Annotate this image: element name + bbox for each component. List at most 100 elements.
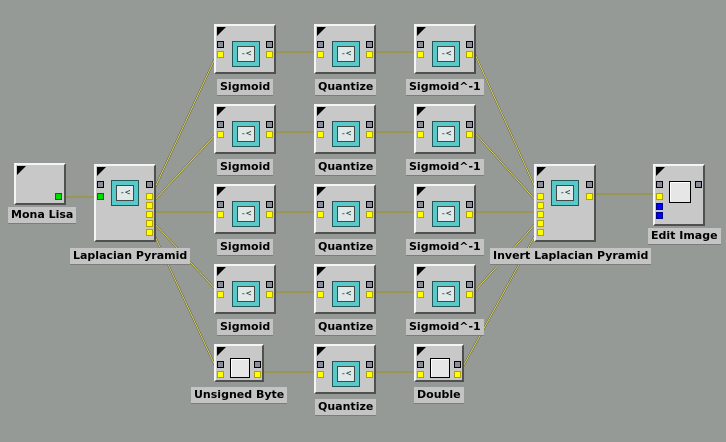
data-input-port[interactable] — [417, 291, 424, 298]
param-port[interactable] — [366, 281, 373, 288]
data-output-port[interactable] — [266, 291, 273, 298]
param-port[interactable] — [266, 281, 273, 288]
param-port[interactable] — [254, 361, 261, 368]
module-quantize[interactable]: -< — [314, 24, 376, 74]
module-quantize[interactable]: -< — [314, 264, 376, 314]
output-port-5[interactable] — [146, 229, 153, 236]
input-port[interactable] — [417, 361, 424, 368]
data-output-port[interactable] — [366, 371, 373, 378]
data-input-port[interactable] — [217, 211, 224, 218]
param-port[interactable] — [366, 361, 373, 368]
input-port-image[interactable] — [656, 193, 663, 200]
data-output-port[interactable] — [366, 211, 373, 218]
param-port[interactable] — [466, 201, 473, 208]
param-port[interactable] — [266, 201, 273, 208]
output-port-1[interactable] — [146, 193, 153, 200]
data-output-port[interactable] — [466, 51, 473, 58]
data-input-port[interactable] — [217, 131, 224, 138]
input-port-1[interactable] — [537, 193, 544, 200]
data-output-port[interactable] — [466, 211, 473, 218]
input-port-4[interactable] — [537, 220, 544, 227]
input-port-5[interactable] — [537, 229, 544, 236]
module-sigmoid[interactable]: -< — [214, 104, 276, 154]
param-port[interactable] — [454, 361, 461, 368]
input-port[interactable] — [417, 281, 424, 288]
data-input-port[interactable] — [317, 131, 324, 138]
module-double[interactable] — [414, 344, 464, 382]
input-port-mask[interactable] — [656, 212, 663, 219]
data-input-port[interactable] — [317, 211, 324, 218]
module-quantize[interactable]: -< — [314, 184, 376, 234]
module-sigmoid[interactable]: -< — [214, 184, 276, 234]
data-output-port[interactable] — [266, 131, 273, 138]
module-unsigned-byte[interactable] — [214, 344, 264, 382]
data-output-port[interactable] — [266, 211, 273, 218]
param-port[interactable] — [466, 41, 473, 48]
data-output-port[interactable] — [366, 291, 373, 298]
data-output-port[interactable] — [266, 51, 273, 58]
param-port[interactable] — [266, 41, 273, 48]
module-sigmoid[interactable]: -< — [214, 264, 276, 314]
input-port[interactable] — [217, 121, 224, 128]
input-port[interactable] — [317, 41, 324, 48]
module-edit-image[interactable] — [653, 164, 705, 226]
data-output-port[interactable] — [366, 131, 373, 138]
data-input-port[interactable] — [317, 51, 324, 58]
input-port-image[interactable] — [97, 193, 104, 200]
data-input-port[interactable] — [217, 371, 224, 378]
data-output-port[interactable] — [466, 131, 473, 138]
data-input-port[interactable] — [417, 131, 424, 138]
input-port[interactable] — [217, 41, 224, 48]
data-input-port[interactable] — [217, 291, 224, 298]
input-port[interactable] — [317, 201, 324, 208]
input-port[interactable] — [317, 281, 324, 288]
module-sigmoid-1[interactable]: -< — [414, 104, 476, 154]
output-port[interactable] — [586, 193, 593, 200]
data-output-port[interactable] — [254, 371, 261, 378]
input-port[interactable] — [537, 181, 544, 188]
output-port-4[interactable] — [146, 220, 153, 227]
data-output-port[interactable] — [466, 291, 473, 298]
module-mona-lisa[interactable] — [14, 163, 66, 205]
data-output-port[interactable] — [454, 371, 461, 378]
input-port-3[interactable] — [537, 211, 544, 218]
input-port[interactable] — [417, 41, 424, 48]
input-port[interactable] — [656, 181, 663, 188]
module-quantize[interactable]: -< — [314, 344, 376, 394]
input-port[interactable] — [417, 201, 424, 208]
param-port[interactable] — [466, 121, 473, 128]
input-port[interactable] — [317, 121, 324, 128]
param-port[interactable] — [695, 181, 702, 188]
param-port[interactable] — [466, 281, 473, 288]
output-port[interactable] — [55, 193, 62, 200]
data-input-port[interactable] — [417, 51, 424, 58]
input-port[interactable] — [217, 361, 224, 368]
module-sigmoid[interactable]: -< — [214, 24, 276, 74]
input-port[interactable] — [217, 201, 224, 208]
output-port-3[interactable] — [146, 211, 153, 218]
data-input-port[interactable] — [417, 211, 424, 218]
data-output-port[interactable] — [366, 51, 373, 58]
module-laplacian-pyramid[interactable]: -< — [94, 164, 156, 242]
data-input-port[interactable] — [317, 291, 324, 298]
param-port[interactable] — [366, 121, 373, 128]
input-port[interactable] — [217, 281, 224, 288]
module-sigmoid-1[interactable]: -< — [414, 264, 476, 314]
module-sigmoid-1[interactable]: -< — [414, 184, 476, 234]
param-port[interactable] — [266, 121, 273, 128]
param-port[interactable] — [366, 201, 373, 208]
module-invert-laplacian-pyramid[interactable]: -< — [534, 164, 596, 242]
data-input-port[interactable] — [317, 371, 324, 378]
data-input-port[interactable] — [217, 51, 224, 58]
input-port-2[interactable] — [537, 202, 544, 209]
input-port[interactable] — [97, 181, 104, 188]
param-port[interactable] — [366, 41, 373, 48]
module-sigmoid-1[interactable]: -< — [414, 24, 476, 74]
output-port-2[interactable] — [146, 202, 153, 209]
input-port[interactable] — [317, 361, 324, 368]
module-quantize[interactable]: -< — [314, 104, 376, 154]
input-port-colormap[interactable] — [656, 203, 663, 210]
input-port[interactable] — [417, 121, 424, 128]
param-port[interactable] — [146, 181, 153, 188]
